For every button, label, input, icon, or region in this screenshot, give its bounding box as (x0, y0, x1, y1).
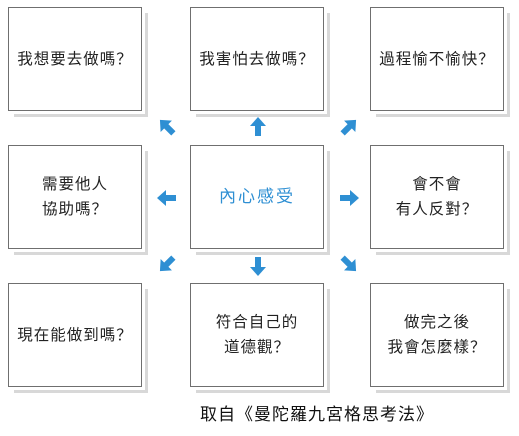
box-top-center: 我害怕去做嗎？ (190, 7, 330, 117)
box-top-left-label: 我想要去做嗎？ (17, 49, 133, 68)
arrow-left-icon (157, 190, 176, 206)
box-bottom-left-label: 現在能做到嗎？ (17, 325, 133, 344)
box-bottom-right-label: 做完之後 我會怎麼樣？ (387, 313, 487, 356)
box-top-left: 我想要去做嗎？ (8, 7, 148, 117)
box-middle-right-label: 會不會 有人反對？ (395, 175, 479, 218)
box-bottom-center: 符合自己的 道德觀？ (190, 283, 330, 393)
box-middle-left-label: 需要他人 協助嗎？ (41, 175, 108, 218)
arrow-down-icon (250, 257, 266, 276)
box-top-center-label: 我害怕去做嗎？ (199, 49, 315, 68)
box-middle-right: 會不會 有人反對？ (370, 145, 510, 255)
box-bottom-left: 現在能做到嗎？ (8, 283, 148, 393)
box-middle-left: 需要他人 協助嗎？ (8, 145, 148, 255)
box-top-right: 過程愉不愉快？ (370, 7, 510, 117)
arrow-down-right-icon (340, 255, 357, 272)
arrow-up-right-icon (340, 119, 357, 136)
arrow-down-left-icon (159, 255, 176, 272)
box-bottom-center-label: 符合自己的 道德觀？ (215, 313, 299, 356)
arrow-up-left-icon (159, 119, 176, 136)
box-center: 內心感受 (190, 145, 330, 255)
source-caption: 取自《曼陀羅九宮格思考法》 (200, 405, 434, 425)
arrow-right-icon (340, 190, 359, 206)
arrow-up-icon (250, 117, 266, 136)
box-top-right-label: 過程愉不愉快？ (379, 49, 495, 68)
box-bottom-right: 做完之後 我會怎麼樣？ (370, 283, 510, 393)
box-center-label: 內心感受 (219, 186, 295, 207)
